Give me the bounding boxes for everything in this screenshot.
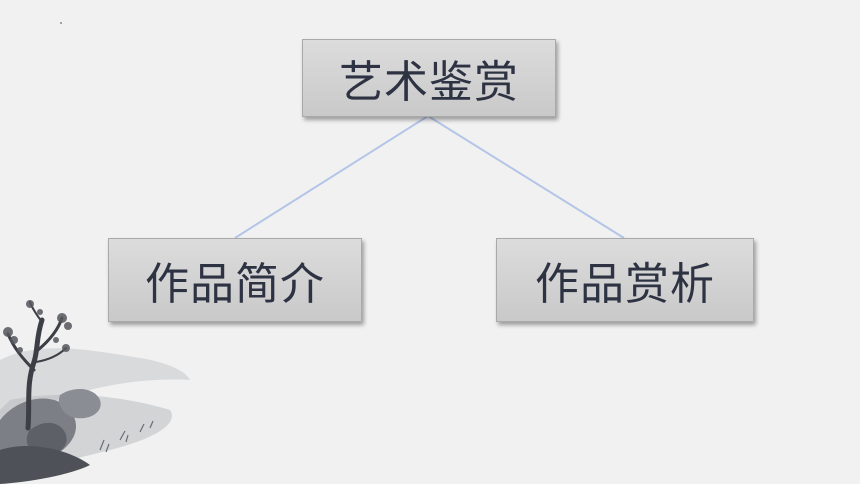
ink-landscape-painting [0,300,190,484]
child-node-appreciation: 作品赏析 [496,238,754,322]
stray-dot [60,22,62,24]
root-node: 艺术鉴赏 [302,39,556,117]
connector-root-to-right [427,115,625,239]
child-node-introduction: 作品简介 [108,238,362,322]
connector-root-to-left [234,115,429,239]
